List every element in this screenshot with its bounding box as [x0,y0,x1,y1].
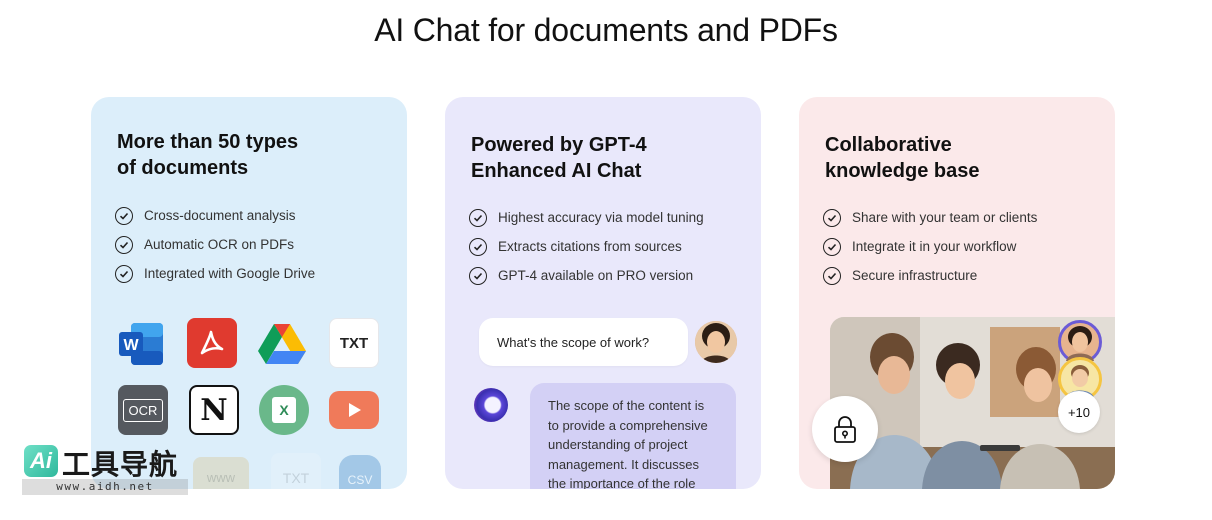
feature-label: Integrate it in your workflow [852,239,1017,254]
check-circle-icon [115,206,133,225]
excel-icon: X [259,385,309,435]
feature-label: Secure infrastructure [852,268,978,283]
lock-icon [812,396,878,462]
watermark-name: 工具导航 [62,449,179,480]
feature-item: Integrate it in your workflow [823,232,1037,261]
pdf-icon [187,318,237,368]
feature-label: Share with your team or clients [852,210,1038,225]
watermark-logo: Ai [24,445,58,477]
youtube-icon [329,391,379,429]
txt-faded-label: TXT [282,470,310,486]
check-circle-icon [469,266,487,285]
svg-text:W: W [123,337,139,354]
feature-label: Cross-document analysis [144,208,296,223]
check-circle-icon [469,208,487,227]
feature-list: Highest accuracy via model tuning Extrac… [469,203,704,290]
card-title-line2: Enhanced AI Chat [471,160,642,182]
web-folder-icon: www [193,457,249,489]
card-title-line1: More than 50 types [117,131,299,153]
notion-label: N [200,392,228,428]
check-circle-icon [115,235,133,254]
feature-item: Automatic OCR on PDFs [115,230,315,259]
ai-chat-bubble: The scope of the content is to provide a… [530,383,736,489]
extra-members-badge: +10 [1058,391,1100,433]
feature-item: Cross-document analysis [115,201,315,230]
feature-item: Highest accuracy via model tuning [469,203,704,232]
csv-label: CSV [347,473,373,487]
card-knowledge-base: Collaborative knowledge base Share with … [799,97,1115,489]
feature-label: Integrated with Google Drive [144,266,316,281]
feature-label: Automatic OCR on PDFs [144,237,295,252]
user-chat-bubble: What's the scope of work? [479,318,688,366]
txt-file-icon: TXT [329,318,379,368]
word-icon: W [117,319,167,369]
check-circle-icon [823,237,841,256]
feature-item: Share with your team or clients [823,203,1037,232]
card-title-line1: Collaborative [825,134,952,156]
user-message-text: What's the scope of work? [497,334,650,350]
page-title: AI Chat for documents and PDFs [374,12,838,48]
extra-members-count: +10 [1067,404,1091,420]
card-title-line2: of documents [117,157,249,179]
txt-label: TXT [339,334,369,352]
feature-item: Secure infrastructure [823,261,1037,290]
card-title: Collaborative knowledge base [825,132,980,184]
card-title-line1: Powered by GPT-4 [471,134,647,156]
ocr-icon: OCR [118,385,168,435]
feature-label: Highest accuracy via model tuning [498,210,704,225]
www-label: www [206,469,236,485]
card-title: Powered by GPT-4 Enhanced AI Chat [471,132,647,184]
card-title: More than 50 types of documents [117,129,298,181]
feature-list: Share with your team or clients Integrat… [823,203,1037,290]
notion-icon: N [189,385,239,435]
csv-icon: CSV [339,455,381,489]
feature-item: GPT-4 available on PRO version [469,261,704,290]
card-gpt4-chat: Powered by GPT-4 Enhanced AI Chat Highes… [445,97,761,489]
check-circle-icon [469,237,487,256]
feature-list: Cross-document analysis Automatic OCR on… [115,201,315,288]
feature-item: Extracts citations from sources [469,232,704,261]
excel-label: X [272,397,296,423]
check-circle-icon [823,208,841,227]
ai-message-text: The scope of the content is to provide a… [548,398,708,489]
card-title-line2: knowledge base [825,160,980,182]
watermark-url: www.aidh.net [22,479,188,495]
watermark: Ai 工具导航 www.aidh.net [22,443,188,495]
feature-label: GPT-4 available on PRO version [498,268,694,283]
google-drive-icon [257,319,307,369]
user-avatar [695,321,737,363]
card-document-types: More than 50 types of documents Cross-do… [91,97,407,489]
ocr-label: OCR [122,398,164,422]
check-circle-icon [115,264,133,283]
feature-item: Integrated with Google Drive [115,259,315,288]
ai-assistant-icon [474,388,508,422]
txt-file-faded-icon: TXT [271,453,321,489]
feature-label: Extracts citations from sources [498,239,682,254]
check-circle-icon [823,266,841,285]
